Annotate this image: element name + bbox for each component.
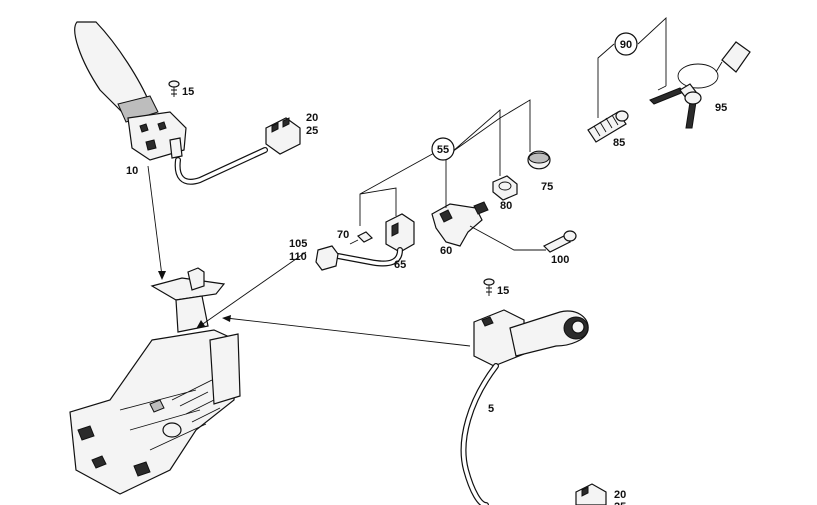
callout-90: 90 xyxy=(614,32,638,56)
label-105: 105 xyxy=(289,238,307,250)
label-15-upper: 15 xyxy=(182,86,194,98)
part-70-screw xyxy=(349,231,374,245)
part-15-screw-upper xyxy=(168,80,180,97)
part-65-harness-switch xyxy=(335,213,415,267)
part-100-screw xyxy=(542,230,577,253)
part-20-25-connector-lower xyxy=(575,483,607,505)
label-25-upper: 25 xyxy=(306,125,318,137)
part-75-cap xyxy=(527,150,551,170)
part-85-lock-cylinder xyxy=(587,110,629,143)
part-10-stalk-switch xyxy=(74,21,268,185)
steering-column-assembly xyxy=(69,267,241,495)
part-95-keys xyxy=(649,41,751,129)
label-100: 100 xyxy=(551,254,569,266)
label-65: 65 xyxy=(394,259,406,271)
part-20-25-connector-upper xyxy=(265,117,301,155)
label-90: 90 xyxy=(620,39,632,51)
label-75: 75 xyxy=(541,181,553,193)
part-5-stalk-switch xyxy=(460,309,589,505)
label-60: 60 xyxy=(440,245,452,257)
label-110: 110 xyxy=(289,251,307,263)
label-10: 10 xyxy=(126,165,138,177)
part-105-110-connector xyxy=(315,245,339,271)
leader-lines xyxy=(147,16,667,347)
leader-arrowheads xyxy=(158,271,231,329)
label-25-lower: 25 xyxy=(614,501,626,505)
label-20-lower: 20 xyxy=(614,489,626,501)
part-15-screw-lower xyxy=(483,278,495,296)
label-85: 85 xyxy=(613,137,625,149)
label-20-upper: 20 xyxy=(306,112,318,124)
label-95: 95 xyxy=(715,102,727,114)
part-80-bushing xyxy=(492,175,518,201)
label-70: 70 xyxy=(337,229,349,241)
part-60-switch-body xyxy=(431,201,489,247)
label-55: 55 xyxy=(437,144,449,156)
callout-55: 55 xyxy=(431,137,455,161)
label-15-lower: 15 xyxy=(497,285,509,297)
label-80: 80 xyxy=(500,200,512,212)
label-5: 5 xyxy=(488,403,494,415)
